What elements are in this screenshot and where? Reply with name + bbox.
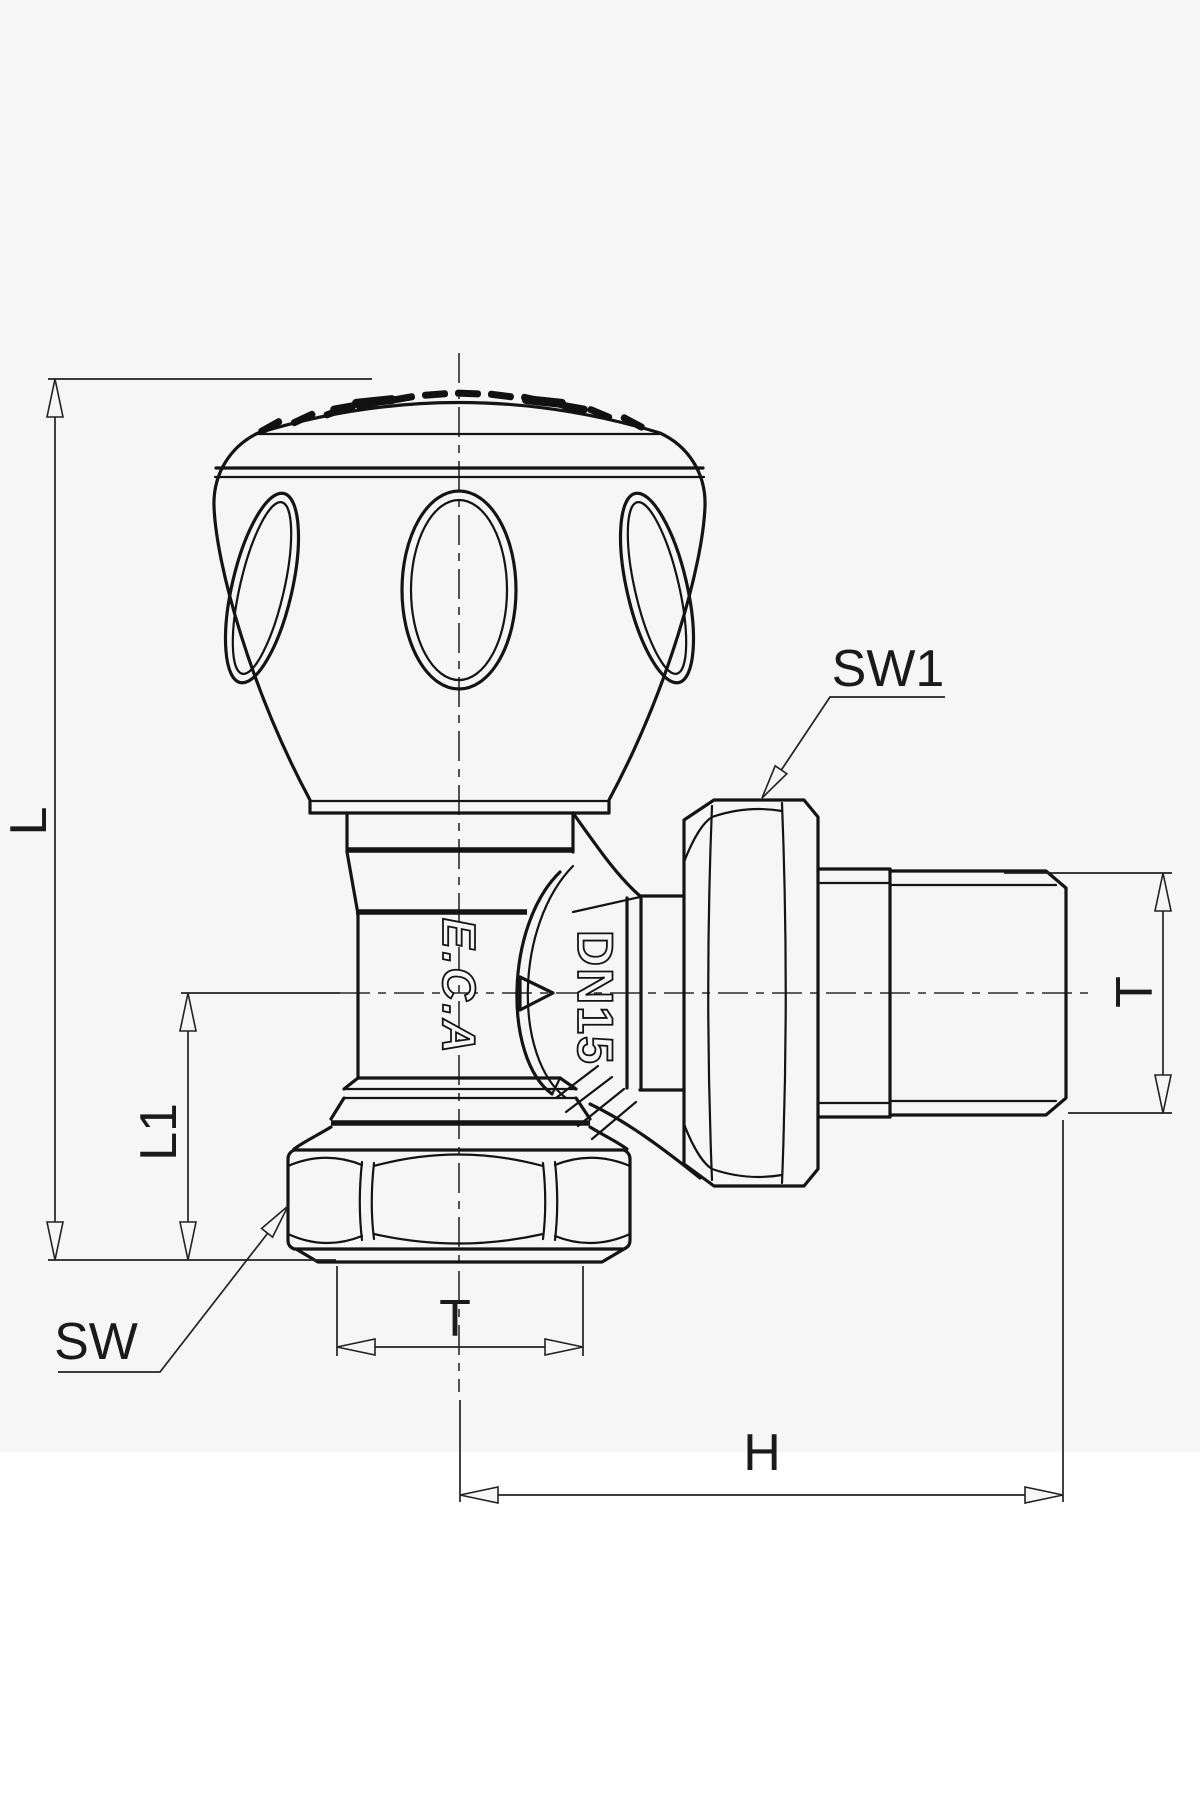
handwheel-grip-ridges	[258, 389, 645, 435]
dimension-L: L	[0, 378, 372, 1261]
valve-handwheel	[212, 389, 707, 815]
handwheel-grip-ovals	[223, 489, 696, 691]
dimension-label-H: H	[743, 1424, 781, 1482]
callout-SW: SW	[54, 1205, 289, 1373]
dimension-T-side: T	[1004, 872, 1172, 1114]
dimension-label-T-bottom: T	[439, 1290, 471, 1348]
nominal-diameter-marking: DN15	[567, 930, 623, 1066]
dimension-label-T-side: T	[1106, 976, 1164, 1008]
union-nut	[682, 798, 820, 1188]
bottom-flange	[292, 1076, 629, 1151]
dimension-label-L1: L1	[130, 1103, 188, 1161]
brand-marking: E.C.A	[433, 918, 485, 1056]
dimension-T-bottom: T	[336, 1266, 584, 1356]
outlet-collar	[816, 867, 892, 1119]
dimension-label-SW: SW	[54, 1313, 138, 1371]
dimension-H: H	[459, 1120, 1064, 1504]
dimension-label-L: L	[0, 807, 58, 836]
bottom-hex-nut	[286, 1148, 632, 1264]
dimension-label-SW1: SW1	[832, 640, 945, 698]
dimension-L1: L1	[130, 992, 340, 1261]
triangle-right-icon	[518, 975, 555, 1012]
center-axes	[340, 353, 1092, 1392]
male-thread	[888, 869, 1068, 1117]
bottom-margin-band	[0, 1452, 1200, 1800]
branch-thread-stripes	[554, 1064, 638, 1141]
valve-body: E.C.A DN15	[356, 864, 624, 1100]
callout-SW1: SW1	[761, 640, 945, 799]
valve-bonnet	[345, 811, 575, 916]
bottom-nut-washer	[294, 1247, 626, 1264]
